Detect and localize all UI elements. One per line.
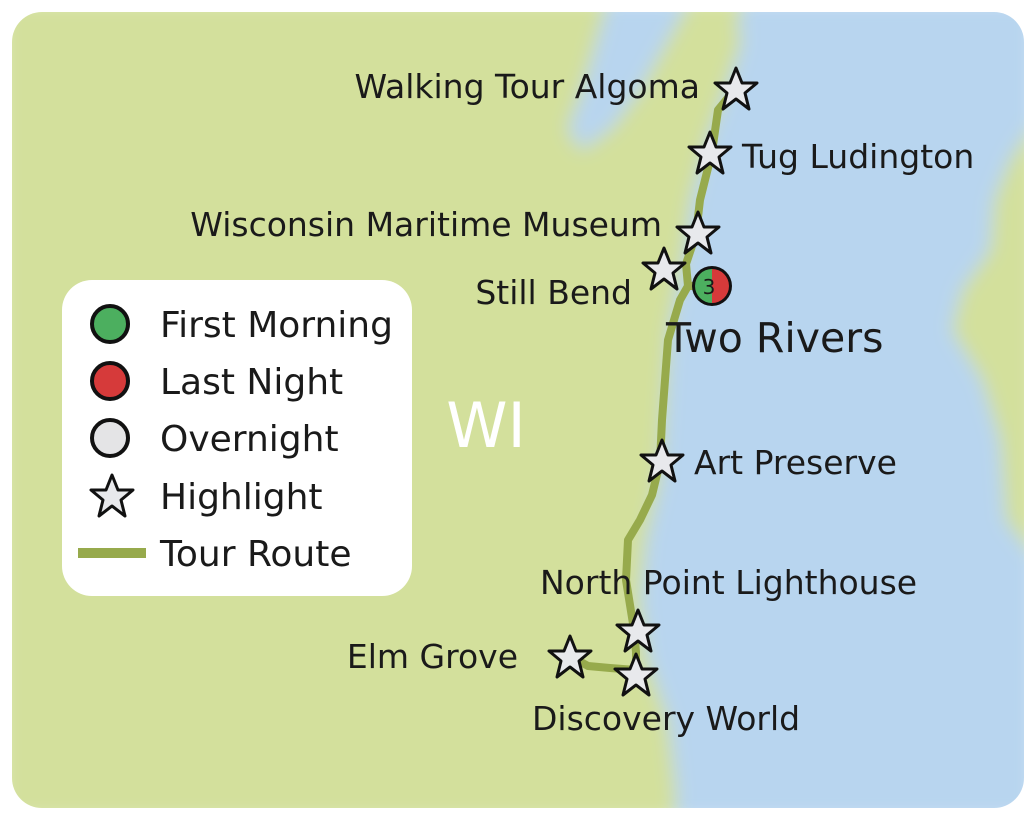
highlight-label: Still Bend bbox=[475, 273, 632, 312]
state-label: WI bbox=[446, 389, 526, 462]
circle-green-icon bbox=[90, 304, 130, 344]
first-morning-half bbox=[695, 269, 712, 303]
legend-item: Tour Route bbox=[78, 534, 351, 575]
highlight-label: Wisconsin Maritime Museum bbox=[190, 205, 662, 244]
door-peninsula bbox=[676, 12, 744, 150]
michigan-shore bbox=[952, 120, 1024, 560]
legend-label: Highlight bbox=[160, 477, 323, 518]
legend-box bbox=[62, 280, 412, 596]
legend-item: Highlight bbox=[89, 473, 323, 518]
legend-item: Overnight bbox=[90, 418, 339, 460]
legend: First Morning Last Night Overnight Highl… bbox=[62, 280, 412, 596]
legend-item: First Morning bbox=[90, 304, 393, 346]
last-night-half bbox=[712, 269, 729, 303]
stop-number: 3 bbox=[703, 275, 716, 299]
city-label-two-rivers: Two Rivers bbox=[665, 314, 884, 362]
highlight-label: Discovery World bbox=[532, 699, 800, 738]
circle-red-icon bbox=[90, 361, 130, 401]
legend-label: Last Night bbox=[160, 362, 343, 403]
highlight-label: Art Preserve bbox=[694, 443, 897, 482]
lake-michigan bbox=[640, 12, 1024, 808]
legend-item: Last Night bbox=[90, 361, 343, 403]
map-labels: WI Walking Tour Algoma Tug Ludington Wis… bbox=[190, 67, 974, 738]
highlight-label: Tug Ludington bbox=[741, 137, 974, 176]
overnight-marker-two-rivers[interactable]: 3 bbox=[692, 266, 732, 306]
circle-light-gray-icon bbox=[90, 418, 130, 458]
highlight-label: Walking Tour Algoma bbox=[354, 67, 700, 106]
green-bay bbox=[568, 12, 690, 150]
legend-label: Overnight bbox=[160, 419, 339, 460]
highlight-label: Elm Grove bbox=[347, 637, 518, 676]
legend-label: First Morning bbox=[160, 305, 393, 346]
legend-label: Tour Route bbox=[159, 534, 351, 575]
highlight-label: North Point Lighthouse bbox=[540, 563, 917, 602]
